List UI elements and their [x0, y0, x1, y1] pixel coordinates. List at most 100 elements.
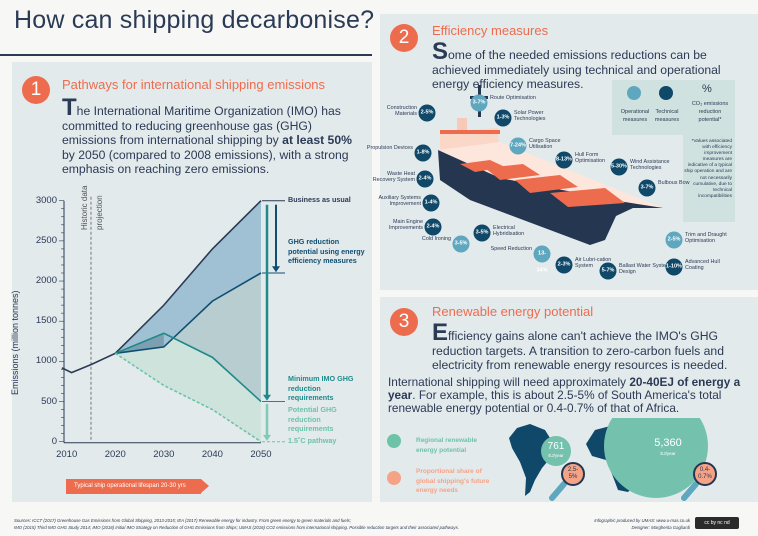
potential-arrow-head: [263, 434, 271, 441]
title-divider: [0, 54, 372, 56]
section-number-3: 3: [390, 308, 418, 336]
africa-unit: EJ/year: [660, 451, 676, 456]
africa-share: 0.4-0.7%: [698, 467, 712, 480]
measure-label: Ballast Water System Design: [619, 263, 671, 276]
creative-commons-badge[interactable]: cc by nc nd: [695, 517, 739, 529]
sources-line-2: IMO (2015) Third IMO GHG Study 2014; IMO…: [14, 525, 459, 530]
area-potential-reduction: [115, 333, 261, 442]
section-number-1: 1: [22, 76, 50, 104]
measure-badge: 8-13%: [555, 151, 573, 169]
measure-badge: 3-5%: [452, 235, 470, 253]
values-footnote: *Values associated with efficiency impro…: [683, 135, 735, 222]
x-tick-label: 2020: [104, 449, 126, 460]
measure-label: Route Optimisation: [490, 95, 536, 101]
africa-potential-circle: [604, 418, 708, 498]
regional-swatch: [387, 434, 401, 448]
measure-label: Auxiliary Systems Improvement: [378, 195, 421, 208]
annotation-potential: Potential GHG reduction requirements: [288, 405, 337, 433]
measure-label: Hull Form Optimisation: [575, 152, 605, 165]
annotation-bau: Business as usual: [288, 195, 351, 204]
intro-text: ome of the needed emissions reductions c…: [432, 48, 721, 91]
operational-swatch: [627, 86, 641, 100]
energy-text: International shipping will need approxi…: [388, 375, 630, 389]
annotation-1-5c-pathway: 1.5˚C pathway: [288, 436, 337, 445]
technical-label: Technical measures: [654, 109, 680, 123]
projection-label: projection: [95, 195, 104, 230]
annotation-imo-minimum: Minimum IMO GHG reduction requirements: [288, 374, 354, 402]
measure-badge: 2-4%: [424, 218, 442, 236]
drop-cap: S: [432, 38, 449, 65]
annotation-efficiency: GHG reduction potential using energy eff…: [288, 237, 365, 265]
measure-label: Main Engine Improvements: [388, 219, 423, 232]
measure-badge: 1-3%: [494, 109, 512, 127]
energy-text-end: . For example, this is about 2.5-5% of S…: [388, 388, 722, 415]
renewable-intro: Efficiency gains alone can't achieve the…: [432, 321, 747, 373]
measure-label: Solar Power Technologies: [514, 110, 546, 123]
x-tick-label: 2040: [201, 449, 223, 460]
energy-bold: 20-40EJ of energy a year: [388, 375, 741, 402]
measure-badge: 1-4%: [422, 194, 440, 212]
drop-cap: E: [432, 319, 449, 346]
measure-label: Trim and Draught Optimisation: [685, 232, 727, 245]
measure-badge: 2-5%: [665, 231, 683, 249]
measure-label: Cargo Space Utilisation: [529, 138, 561, 151]
y-tick-label: 0: [51, 435, 57, 447]
measure-badge: 1-8%: [414, 144, 432, 162]
section-heading-pathways: Pathways for international shipping emis…: [62, 77, 326, 92]
operational-label: Operational measures: [620, 109, 650, 123]
measure-badge: 5-30%: [610, 158, 628, 176]
drop-cap: T: [62, 94, 77, 121]
measures-legend: Operational measures Technical measures …: [612, 80, 735, 135]
intro-bold: at least 50%: [282, 133, 352, 147]
emissions-chart: [59, 196, 285, 444]
efficiency-intro: Some of the needed emissions reductions …: [432, 40, 742, 92]
sources-line-1: Sources: ICCT (2017) Greenhouse Gas Emis…: [14, 518, 351, 523]
y-tick-label: 1500: [35, 315, 57, 327]
x-tick-label: 2050: [250, 449, 272, 460]
measure-badge: 13-34%: [533, 245, 551, 274]
measure-badge: 2-3%: [555, 256, 573, 274]
measure-label: Wind Assistance Technologies: [630, 159, 670, 172]
regional-legend-label: Regional renewable energy potential: [416, 437, 478, 454]
africa-magnifier: [693, 462, 717, 486]
x-tick-label: 2010: [56, 449, 78, 460]
south-america-unit: EJ/year: [548, 453, 564, 458]
y-tick-label: 2000: [35, 275, 57, 287]
credit-designer: Designer: Margherita Gagliardi: [631, 525, 690, 530]
measure-badge: 1-10%: [665, 258, 683, 276]
intro-text-end: by 2050 (compared to 2008 emissions), wi…: [62, 147, 349, 177]
credit-producer: Infographic produced by UMAS: www.u-mas.…: [594, 518, 690, 523]
africa-value: 5,360: [654, 437, 682, 449]
share-legend-label: Proportional share of global shipping's …: [416, 468, 490, 494]
series-line-1: [115, 272, 262, 355]
series-line-3: [114, 352, 262, 443]
section-heading-efficiency: Efficiency measures: [432, 23, 549, 38]
y-tick-label: 1000: [35, 355, 57, 367]
intro-text: he International Maritime Organization (…: [62, 104, 341, 147]
continent-maps: [509, 418, 717, 501]
efficiency-arrow-head: [272, 266, 280, 273]
ship-illustration: [438, 85, 663, 245]
pathways-intro: The International Maritime Organization …: [62, 96, 362, 177]
percent-icon: %: [702, 83, 712, 95]
y-axis-label: Emissions (million tonnes): [10, 290, 20, 395]
y-tick-label: 3000: [35, 194, 57, 206]
measure-label: Speed Reduction: [490, 246, 532, 252]
y-tick-label: 500: [41, 395, 57, 407]
measure-label: Propulsion Devices: [366, 145, 413, 151]
page-title: How can shipping decarbonise?: [14, 6, 375, 34]
measure-label: Cold Ironing: [421, 236, 451, 242]
measure-badge: 3-7%: [470, 94, 488, 112]
measure-label: Advanced Hull Coating: [685, 259, 720, 272]
percent-label: CO₂ emissions reduction potential*: [691, 101, 729, 123]
measure-label: Construction Materials: [386, 105, 417, 118]
section-heading-renewable: Renewable energy potential: [432, 304, 594, 319]
imo-arrow-head: [263, 394, 271, 401]
south-america-potential-circle: [541, 436, 571, 466]
measure-label: Bulbous Bow: [658, 180, 690, 186]
south-america-share: 2.5-5%: [567, 467, 579, 480]
intro-text: fficiency gains alone can't achieve the …: [432, 329, 728, 372]
measure-label: Electrical Hybridisation: [493, 225, 525, 238]
energy-need-text: International shipping will need approxi…: [388, 376, 748, 415]
series-line-2: [114, 332, 262, 403]
